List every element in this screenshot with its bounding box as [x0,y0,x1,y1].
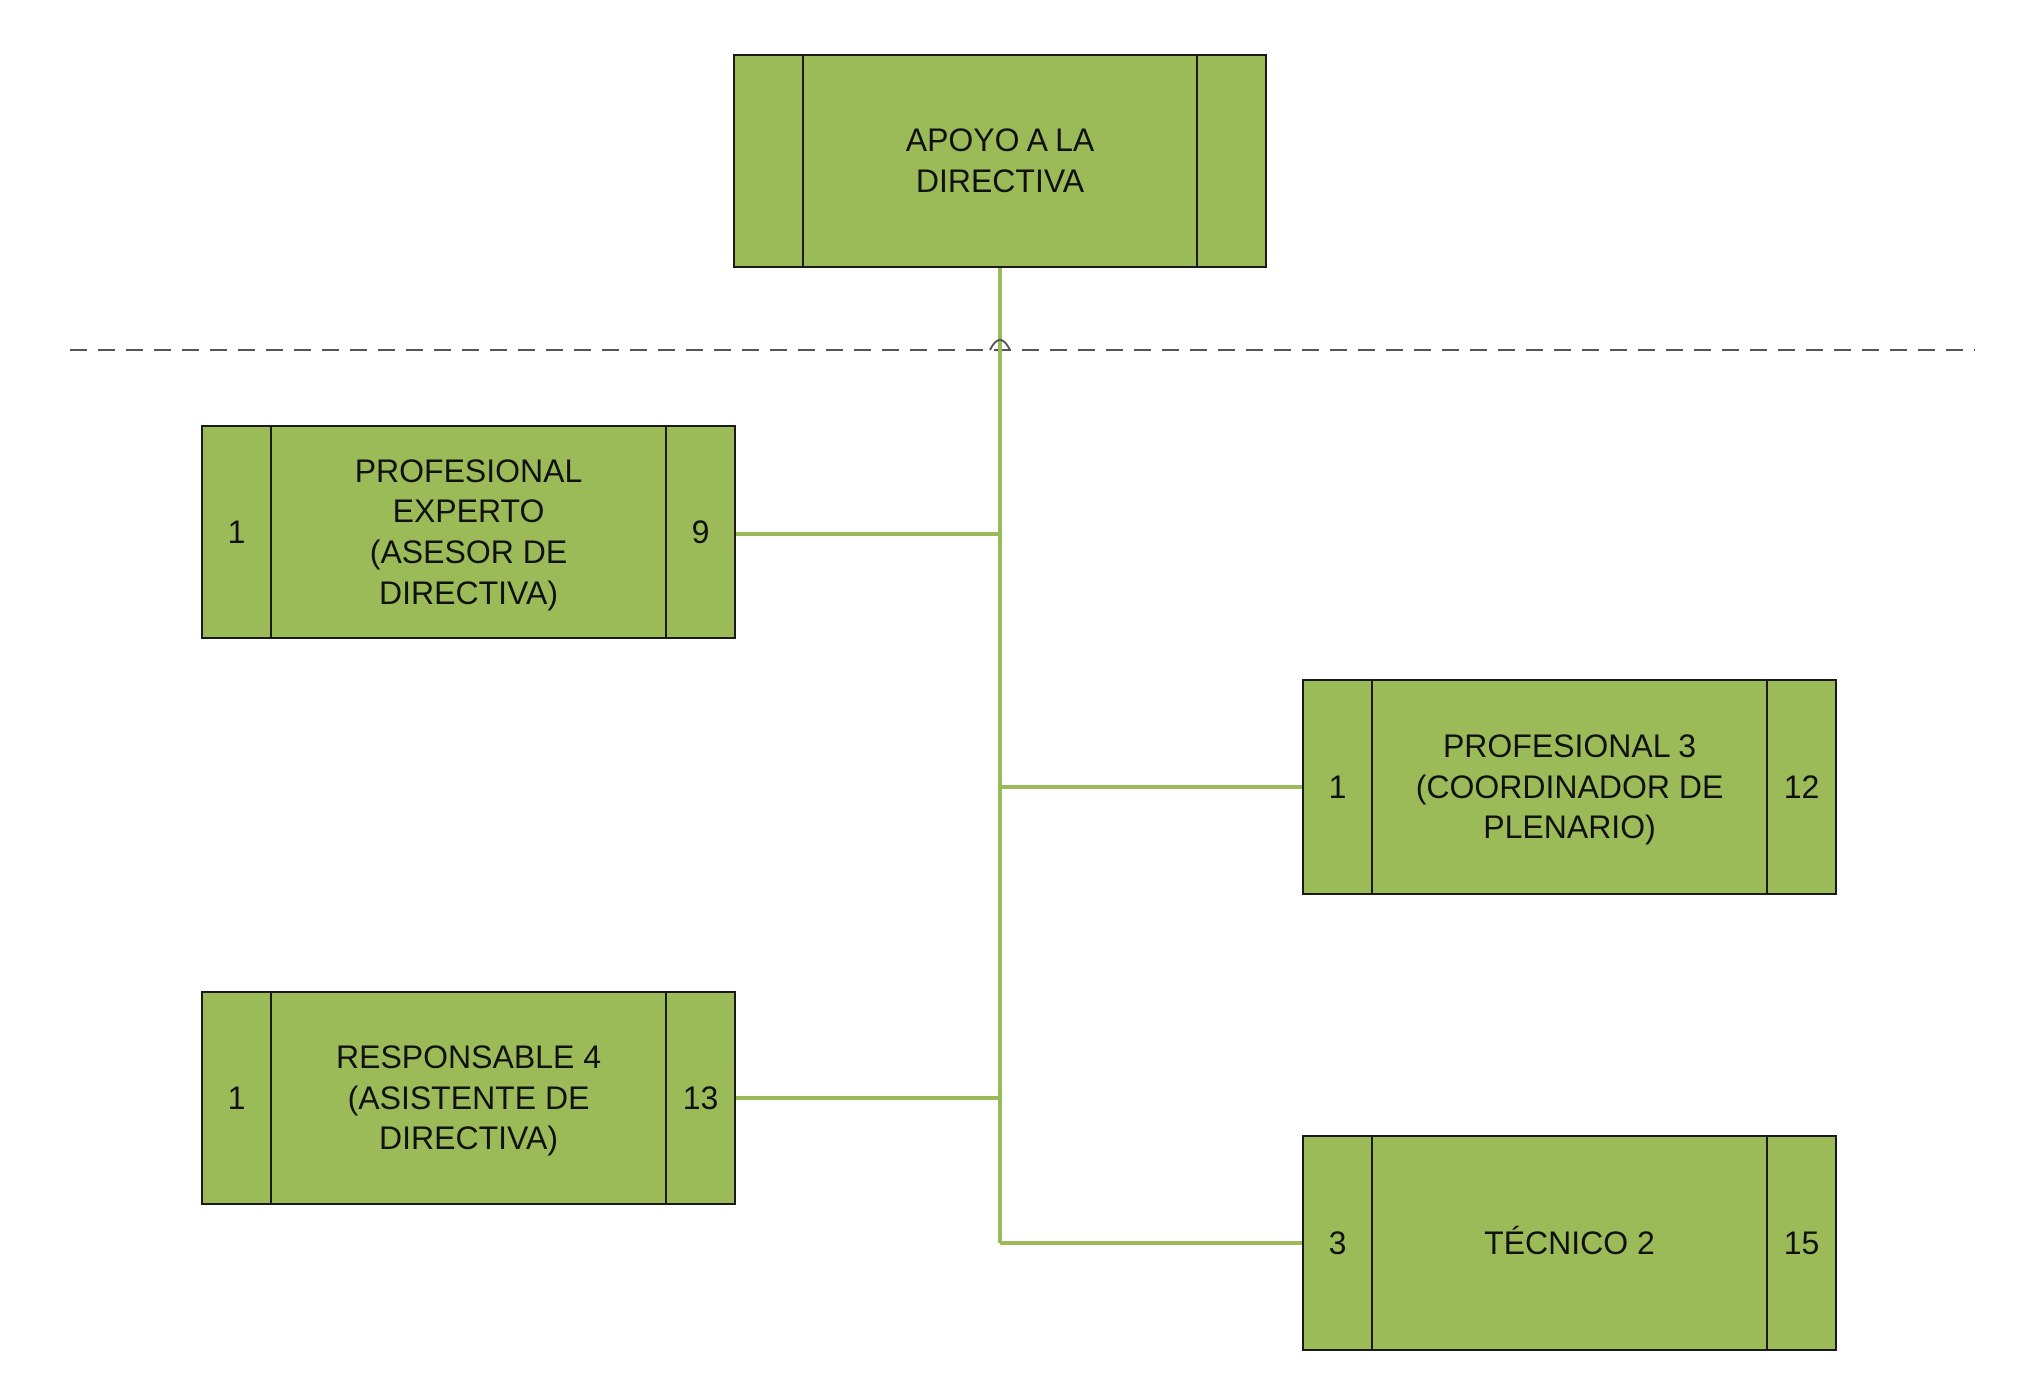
node-label-line: DIRECTIVA) [379,574,558,611]
node-left-value [735,56,804,266]
node-left-value: 1 [203,427,272,637]
node-right-value: 12 [1766,681,1835,893]
node-label-line: (ASESOR DE [369,534,568,570]
node-left-value: 1 [1304,681,1373,893]
node-profesional-experto: 1 PROFESIONAL EXPERTO (ASESOR DE DIRECTI… [201,425,736,639]
node-label-line: (COORDINADOR DE [1415,768,1724,805]
node-label-line: PROFESIONAL [354,452,583,489]
node-label-line: DIRECTIVA) [379,1120,558,1157]
node-profesional-3: 1 PROFESIONAL 3 (COORDINADOR DE PLENARIO… [1302,679,1837,895]
node-right-value: 13 [665,993,734,1203]
node-label: TÉCNICO 2 [1373,1137,1766,1349]
node-label-line: TÉCNICO 2 [1484,1224,1655,1261]
node-right-value: 9 [665,427,734,637]
node-label: PROFESIONAL EXPERTO (ASESOR DE DIRECTIVA… [272,427,665,637]
node-label-line: EXPERTO [392,493,545,530]
node-tecnico-2: 3 TÉCNICO 2 15 [1302,1135,1837,1351]
node-left-value: 1 [203,993,272,1203]
node-label-line: DIRECTIVA [915,163,1085,199]
node-right-value: 15 [1766,1137,1835,1349]
node-responsable-4: 1 RESPONSABLE 4 (ASISTENTE DE DIRECTIVA)… [201,991,736,1205]
node-label-line: (ASISTENTE DE [347,1079,590,1116]
node-label-line: PROFESIONAL 3 [1442,728,1697,765]
node-apoyo-a-la-directiva: APOYO A LA DIRECTIVA [733,54,1267,268]
node-label: PROFESIONAL 3 (COORDINADOR DE PLENARIO) [1373,681,1766,893]
node-label-line: PLENARIO) [1483,809,1656,846]
node-left-value: 3 [1304,1137,1373,1349]
crossing-hop [989,339,1011,351]
node-label: RESPONSABLE 4 (ASISTENTE DE DIRECTIVA) [272,993,665,1203]
node-label-line: RESPONSABLE 4 [336,1039,601,1076]
node-label-line: APOYO A LA [905,122,1095,159]
node-right-value [1196,56,1265,266]
node-label: APOYO A LA DIRECTIVA [804,56,1196,266]
